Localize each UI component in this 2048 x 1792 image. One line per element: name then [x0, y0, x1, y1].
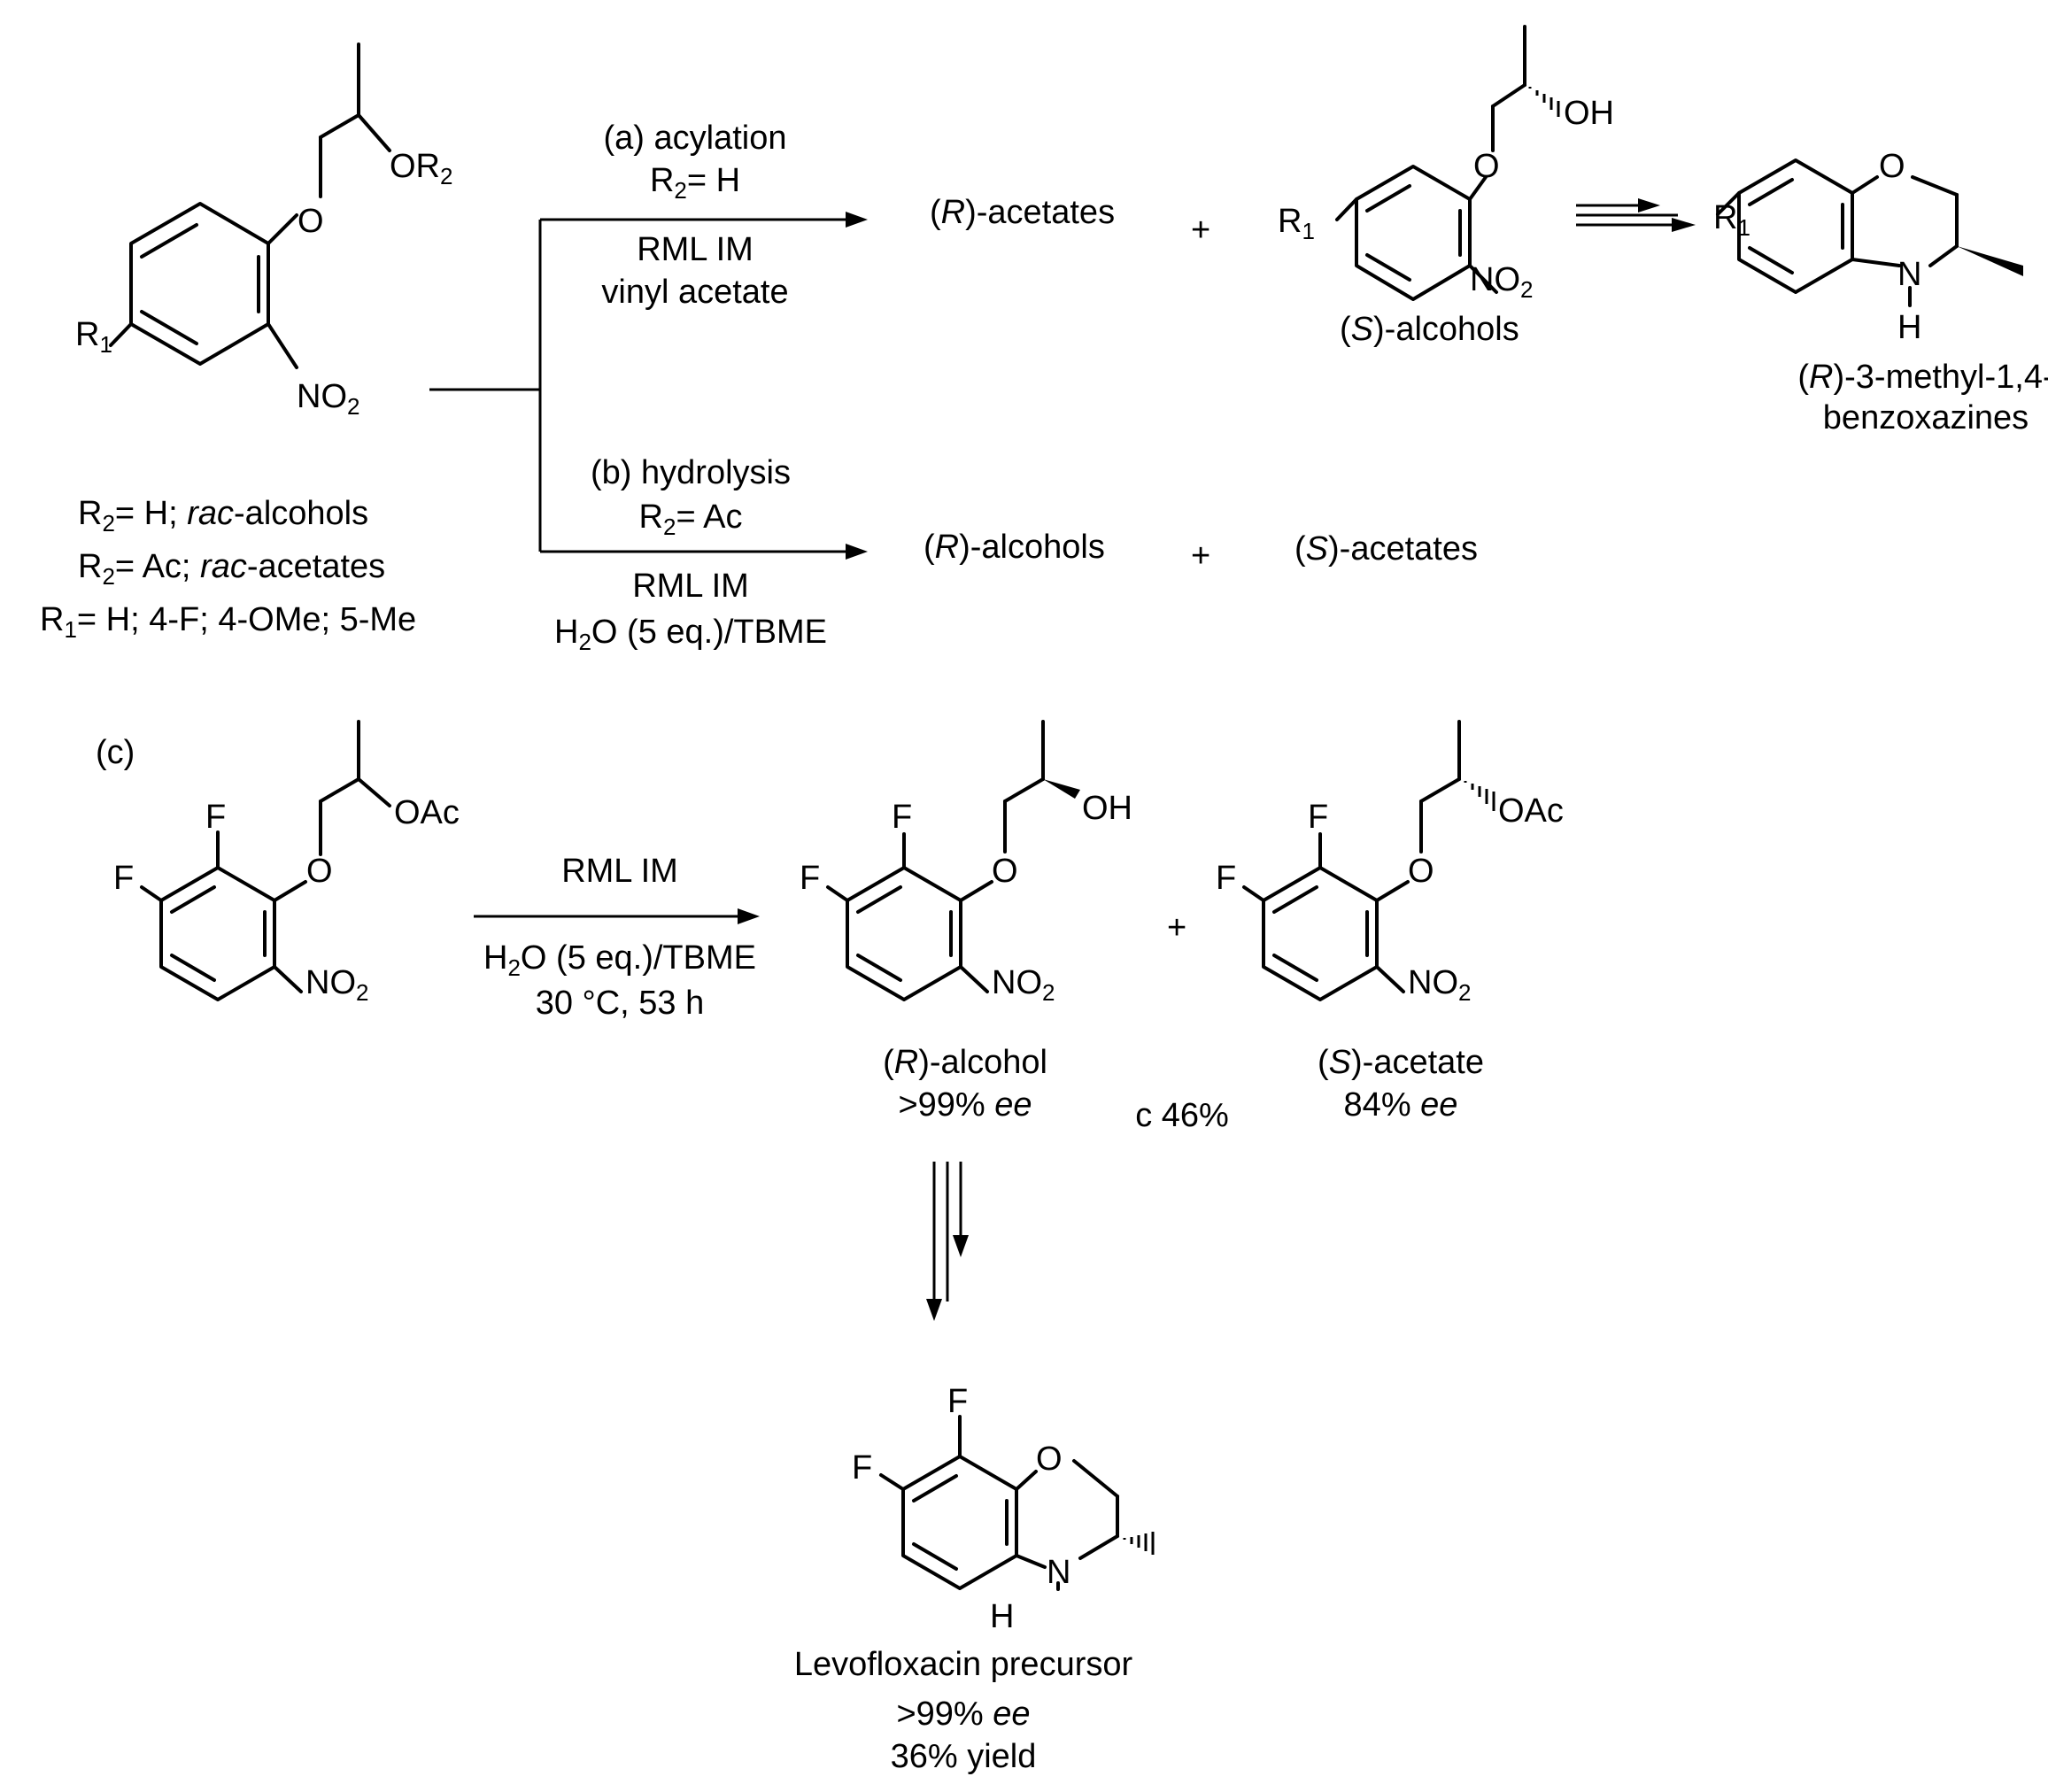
benzoxazine-wedge-bond	[1957, 246, 2023, 276]
benzoxazine-nitrogen: N	[1897, 256, 1921, 293]
s-acetate-structure	[1242, 720, 1461, 1001]
s-acetate-ee: 84% ee	[1344, 1086, 1458, 1124]
difluoro-acetate-oac: OAc	[394, 794, 460, 831]
route-b-title: (b) hydrolysis	[591, 454, 791, 491]
s-acetate-f2: F	[1308, 799, 1328, 836]
levofloxacin-nh-hydrogen: H	[990, 1598, 1014, 1635]
levofloxacin-name: Levofloxacin precursor	[794, 1646, 1133, 1683]
route-c-arrowhead	[738, 908, 760, 924]
route-a-condition: R2= H	[650, 162, 740, 204]
s-acetate-label: (S)-acetate	[1318, 1044, 1484, 1081]
route-a-product-acetates: (R)-acetates	[930, 194, 1115, 231]
start-compound-structure	[109, 42, 391, 369]
s-alcohol-hashed-bond	[1528, 87, 1560, 117]
start-legend-acetates: R2= Ac; rac-acetates	[78, 548, 385, 590]
levofloxacin-nitrogen: N	[1047, 1554, 1070, 1591]
s-alcohol-oh: OH	[1564, 95, 1614, 132]
levofloxacin-precursor-structure	[879, 1415, 1119, 1591]
route-b-condition: R2= Ac	[639, 498, 743, 540]
difluoro-acetate-structure	[140, 720, 391, 1001]
s-acetate-hashed-bond	[1464, 781, 1495, 811]
r-alcohol-structure	[826, 720, 1045, 1001]
s-acetate-oac: OAc	[1498, 792, 1564, 830]
route-c-reagent-enzyme: RML IM	[561, 853, 678, 890]
start-oxygen: O	[298, 203, 324, 240]
start-r1-group: R1	[75, 316, 112, 358]
route-a-reagent-acyl-donor: vinyl acetate	[601, 274, 788, 311]
route-b-plus: +	[1191, 537, 1210, 575]
r-alcohol-label: (R)-alcohol	[883, 1044, 1047, 1081]
route-b-product-s-acetates: (S)-acetates	[1294, 530, 1478, 568]
difluoro-acetate-f3: F	[113, 860, 134, 897]
r-alcohol-no2: NO2	[992, 964, 1055, 1006]
levofloxacin-oxygen: O	[1036, 1441, 1063, 1478]
route-c-label: (c)	[96, 734, 135, 771]
route-b-product-r-alcohols: (R)-alcohols	[924, 529, 1105, 566]
route-b-reagent-solvent: H2O (5 eq.)/TBME	[554, 614, 827, 655]
multistep-arrow-to-levofloxacin	[926, 1162, 969, 1321]
difluoro-acetate-f2: F	[205, 799, 226, 836]
s-acetate-oxygen: O	[1408, 853, 1434, 890]
s-alcohol-oxygen: O	[1473, 148, 1500, 185]
r-alcohol-oh: OH	[1082, 790, 1132, 827]
s-acetate-no2: NO2	[1408, 964, 1471, 1006]
r-alcohol-oxygen: O	[992, 853, 1018, 890]
route-a-title: (a) acylation	[604, 120, 787, 157]
difluoro-acetate-no2: NO2	[305, 964, 368, 1006]
benzoxazine-r1: R1	[1713, 199, 1750, 241]
branch-lines	[429, 212, 868, 560]
start-no2-group: NO2	[297, 378, 359, 420]
levofloxacin-yield: 36% yield	[891, 1738, 1037, 1775]
levofloxacin-hashed-bond	[1123, 1532, 1155, 1555]
s-alcohol-no2: NO2	[1470, 261, 1533, 303]
route-b-reagent-enzyme: RML IM	[632, 568, 749, 605]
s-acetate-f3: F	[1216, 860, 1236, 897]
start-or2-group: OR2	[390, 148, 452, 189]
route-c-reagent-temperature-time: 30 °C, 53 h	[536, 985, 705, 1022]
benzoxazine-structure	[1716, 158, 1959, 307]
levofloxacin-ee: >99% ee	[896, 1695, 1030, 1733]
r-alcohol-f3: F	[800, 860, 820, 897]
benzoxazine-name-line1: (R)-3-methyl-1,4-	[1797, 359, 2048, 396]
r-alcohol-f2: F	[892, 799, 912, 836]
r-alcohol-ee: >99% ee	[898, 1086, 1032, 1124]
benzoxazine-oxygen: O	[1879, 148, 1905, 185]
route-a-reagent-enzyme: RML IM	[637, 231, 754, 268]
levofloxacin-f7: F	[852, 1449, 872, 1487]
route-c-conversion: c 46%	[1135, 1097, 1229, 1134]
r-alcohol-wedge-bond	[1043, 779, 1080, 799]
s-alcohol-r1: R1	[1278, 203, 1315, 244]
route-a-product-s-alcohols: (S)-alcohols	[1340, 311, 1519, 348]
start-legend-alcohols: R2= H; rac-alcohols	[78, 495, 368, 537]
levofloxacin-f8: F	[947, 1383, 968, 1420]
difluoro-acetate-oxygen: O	[306, 853, 333, 890]
route-c-plus: +	[1167, 909, 1186, 946]
route-a-plus: +	[1191, 212, 1210, 249]
multistep-arrow-to-benzoxazines	[1576, 198, 1696, 232]
benzoxazine-nh-hydrogen: H	[1897, 309, 1921, 346]
s-alcohol-structure	[1335, 25, 1526, 301]
start-legend-r1-substituents: R1= H; 4-F; 4-OMe; 5-Me	[40, 601, 416, 643]
benzoxazine-name-line2: benzoxazines	[1823, 399, 2029, 436]
route-c-reagent-solvent: H2O (5 eq.)/TBME	[483, 939, 756, 981]
